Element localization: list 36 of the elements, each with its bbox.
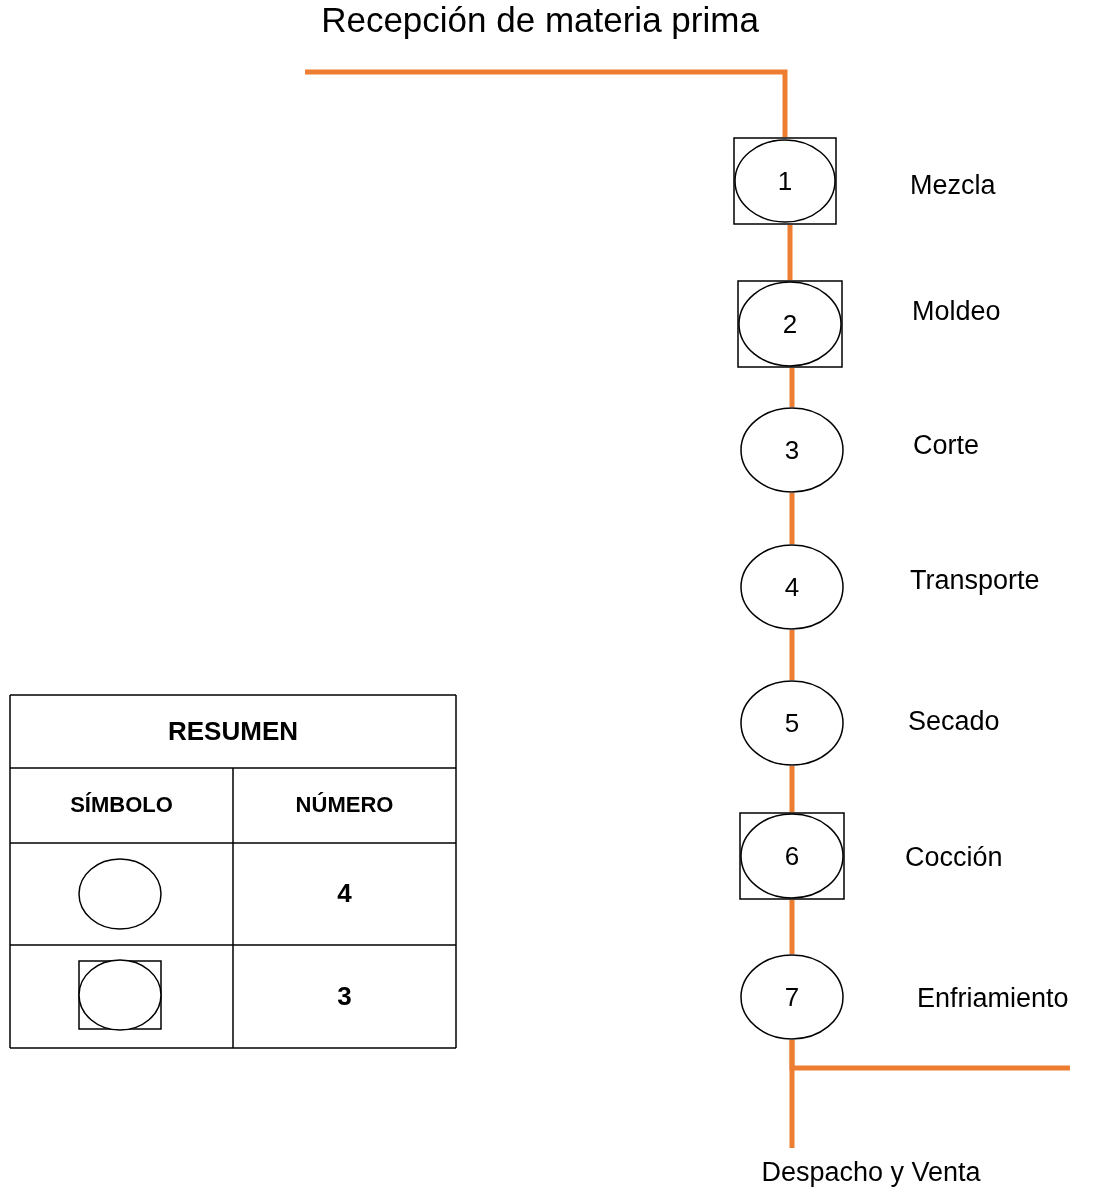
step-name: Cocción	[905, 842, 1003, 873]
operation-circle	[740, 954, 844, 1040]
column-header: SÍMBOLO	[69, 792, 174, 819]
step-name: Transporte	[910, 565, 1040, 596]
step-name: Mezcla	[910, 170, 996, 201]
connector-line	[789, 900, 795, 954]
end-label: Despacho y Venta	[740, 1148, 1002, 1188]
step-number: 4	[783, 571, 801, 603]
connector-line	[789, 493, 795, 544]
connector-line	[787, 225, 793, 280]
count-value: 4	[336, 878, 353, 910]
step-number: 3	[783, 434, 801, 466]
column-header: NÚMERO	[294, 792, 395, 819]
operation-circle	[740, 407, 844, 493]
step-number: 5	[783, 707, 801, 739]
step-number: 2	[781, 308, 799, 340]
combined-operation-symbol	[733, 137, 837, 225]
count-value: 3	[336, 980, 353, 1013]
step-name: Corte	[913, 430, 980, 461]
step-name: Secado	[908, 706, 1000, 737]
combined-operation-symbol	[737, 280, 843, 368]
combined-operation-symbol	[739, 812, 845, 900]
connector-line	[789, 630, 795, 680]
operation-circle	[740, 544, 844, 630]
step-number: 1	[776, 165, 794, 197]
connector-line	[789, 1040, 1070, 1071]
connector-line	[789, 368, 795, 407]
step-number: 7	[783, 981, 801, 1013]
step-number: 6	[783, 840, 801, 872]
connector-line	[305, 69, 788, 137]
table-title: RESUMEN	[167, 715, 299, 748]
step-name: Enfriamiento	[917, 983, 1069, 1014]
operation-circle	[740, 680, 844, 766]
connector-line	[789, 766, 795, 812]
start-label: Recepción de materia prima	[285, 0, 795, 72]
step-name: Moldeo	[912, 296, 1001, 327]
